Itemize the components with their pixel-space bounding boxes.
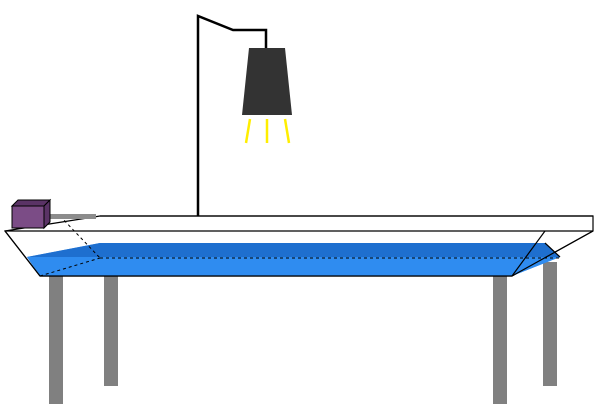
tank-water-right <box>544 242 561 258</box>
motor-box <box>10 198 96 230</box>
table-leg-front-right <box>493 276 507 404</box>
tank-hidden-edge-left <box>59 215 101 259</box>
motor-front <box>11 205 45 229</box>
tank-front-left-edge <box>4 230 41 277</box>
water-tank <box>3 215 594 277</box>
water-body <box>27 257 560 276</box>
lamp-pole <box>196 14 268 216</box>
motor-rod <box>48 214 96 219</box>
table-leg-back-left <box>104 276 118 386</box>
tank-right-inner <box>511 230 546 277</box>
light-ray-left <box>244 118 252 144</box>
tank-front-right-edge <box>511 230 594 277</box>
light-ray-right <box>283 118 291 144</box>
lamp-shade <box>242 48 292 115</box>
water-surface <box>27 243 560 257</box>
table-leg-back-right <box>543 262 557 386</box>
table-leg-front-left <box>49 276 63 404</box>
tank-hidden-edge-diag <box>39 257 101 277</box>
lamp-stand <box>196 14 292 216</box>
table <box>49 262 557 404</box>
